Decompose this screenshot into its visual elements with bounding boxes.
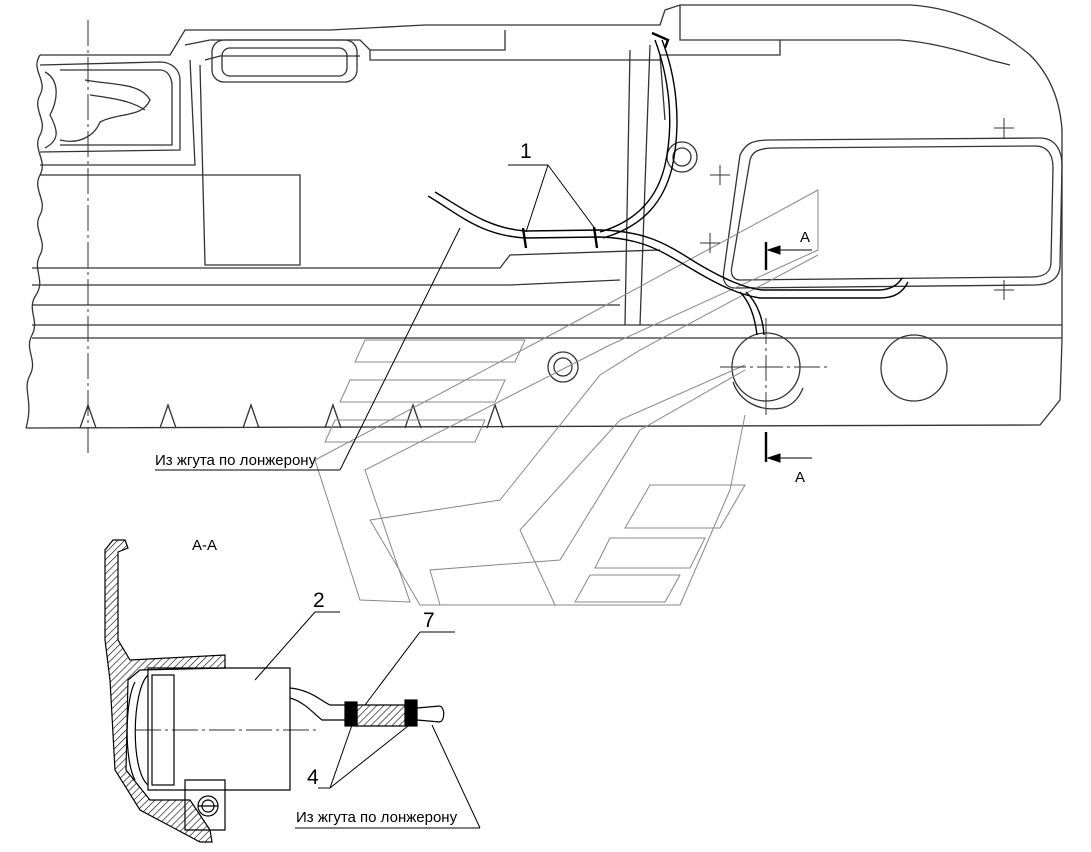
centerlines (87, 20, 830, 731)
callout-4: 4 (307, 766, 319, 789)
wire-harness (427, 39, 909, 336)
leader-lines (155, 164, 597, 471)
section-leader-lines (254, 611, 481, 829)
crosshair-marks (700, 118, 1014, 300)
harness-note-bottom: Из жгута по лонжерону (296, 809, 458, 826)
section-cut-marks (764, 242, 812, 463)
callout-2: 2 (313, 589, 325, 612)
section-view-aa (104, 539, 445, 843)
harness-note-top: Из жгута по лонжерону (155, 452, 317, 469)
chevron-decal (314, 189, 819, 606)
callout-7: 7 (423, 609, 435, 632)
section-mark-a-bottom: A (795, 469, 805, 486)
bumper-body (25, 4, 1063, 429)
harness-clamp (521, 31, 670, 249)
section-title: А-А (192, 537, 217, 554)
callout-1: 1 (520, 140, 532, 163)
section-mark-a-top: A (800, 229, 810, 246)
